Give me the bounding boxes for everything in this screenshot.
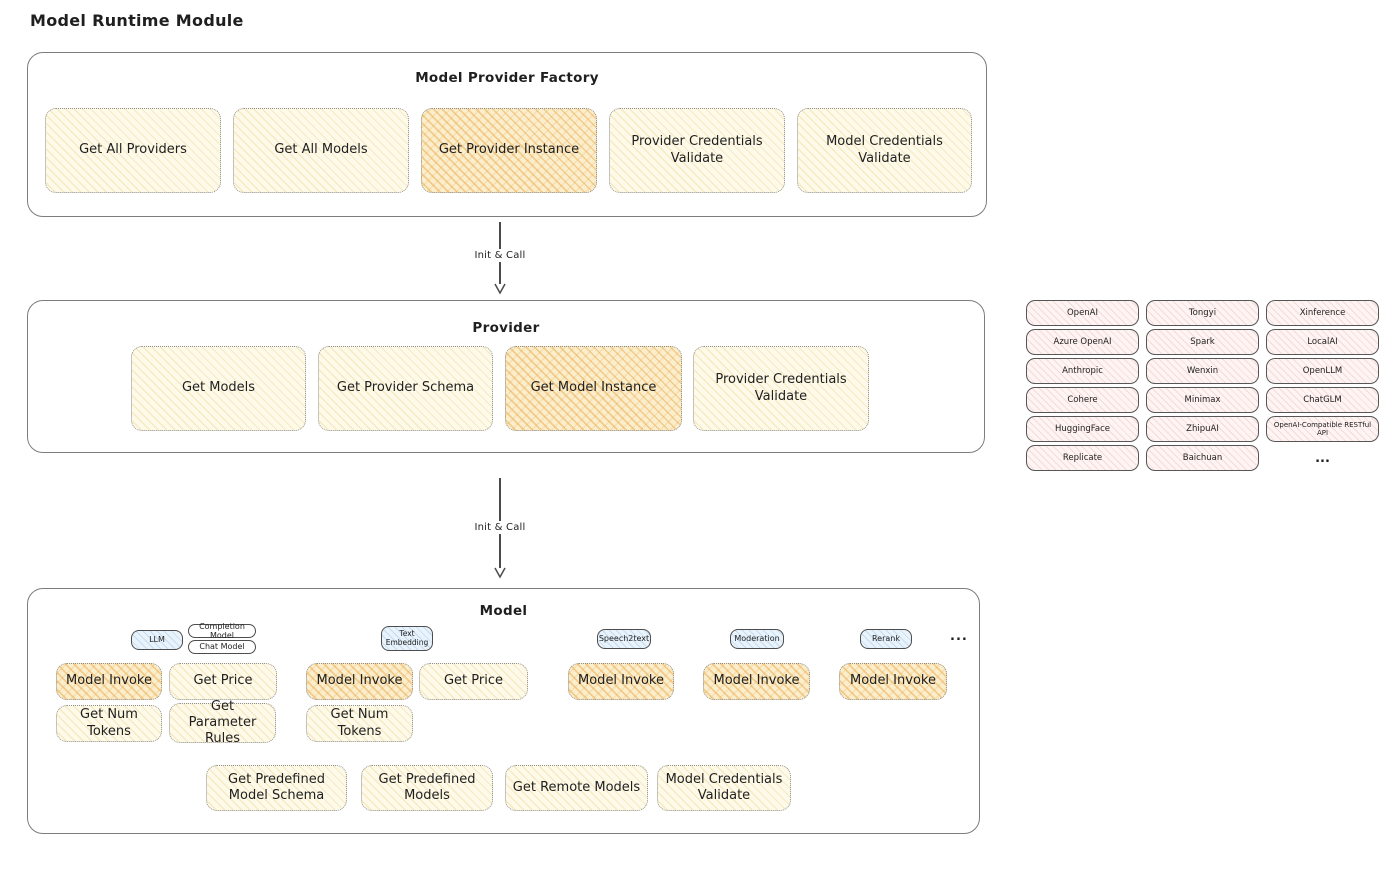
provider-list-panel: OpenAI Tongyi Xinference Azure OpenAI Sp… [1026,300,1379,471]
provider-chip-anthropic: Anthropic [1026,358,1139,384]
tag-moderation: Moderation [730,629,784,649]
provider-chip-wenxin: Wenxin [1146,358,1259,384]
node-get-all-providers: Get All Providers [45,108,221,193]
provider-title: Provider [472,320,540,336]
flow-label-init-call-1: Init & Call [469,249,531,262]
page-title: Model Runtime Module [30,11,244,30]
model-title: Model [479,603,528,619]
node-moderation-model-invoke: Model Invoke [703,663,810,700]
provider-chip-cohere: Cohere [1026,387,1139,413]
node-get-predefined-model-schema: Get Predefined Model Schema [206,765,347,811]
node-model-credentials-validate-2: Model Credentials Validate [657,765,791,811]
node-llm-model-invoke: Model Invoke [56,663,162,700]
node-provider-credentials-validate: Provider Credentials Validate [609,108,785,193]
arrow-down-icon [494,283,506,295]
node-llm-get-parameter-rules: Get Parameter Rules [169,699,276,746]
node-get-predefined-models: Get Predefined Models [361,765,493,811]
tag-llm: LLM [131,630,183,650]
provider-chip-chatglm: ChatGLM [1266,387,1379,413]
provider-chip-xinference: Xinference [1266,300,1379,326]
node-llm-get-price: Get Price [169,663,277,700]
arrow-down-icon-2 [494,567,506,579]
factory-container: Model Provider Factory Get All Providers… [27,52,987,217]
provider-chip-localai: LocalAI [1266,329,1379,355]
node-rerank-model-invoke: Model Invoke [839,663,947,700]
node-model-credentials-validate: Model Credentials Validate [797,108,972,193]
node-provider-credentials-validate-2: Provider Credentials Validate [693,346,869,431]
tag-rerank: Rerank [860,629,912,649]
provider-chip-huggingface: HuggingFace [1026,416,1139,442]
node-speech2text-model-invoke: Model Invoke [568,663,674,700]
node-get-model-instance: Get Model Instance [505,346,682,431]
tag-chat-model: Chat Model [188,640,256,654]
tag-completion-model: Completion Model [188,622,256,640]
provider-list-ellipsis: ... [1315,450,1330,466]
node-embedding-model-invoke: Model Invoke [306,663,413,700]
provider-chip-minimax: Minimax [1146,387,1259,413]
provider-container: Provider Get Models Get Provider Schema … [27,300,985,453]
flow-label-init-call-2: Init & Call [469,521,531,534]
node-embedding-get-price: Get Price [419,663,528,700]
provider-chip-baichuan: Baichuan [1146,445,1259,471]
provider-chip-openllm: OpenLLM [1266,358,1379,384]
provider-chip-openai-compatible: OpenAI-Compatible RESTful API [1266,416,1379,442]
tag-text-embedding: Text Embedding [381,626,433,651]
node-get-models: Get Models [131,346,306,431]
tag-speech2text: Speech2text [597,629,651,649]
factory-title: Model Provider Factory [415,70,599,86]
provider-chip-openai: OpenAI [1026,300,1139,326]
model-tags-ellipsis: ... [950,629,968,644]
node-llm-get-num-tokens: Get Num Tokens [56,705,162,742]
node-embedding-get-num-tokens: Get Num Tokens [306,705,413,742]
node-get-provider-schema: Get Provider Schema [318,346,493,431]
provider-chip-tongyi: Tongyi [1146,300,1259,326]
node-get-all-models: Get All Models [233,108,409,193]
provider-chip-replicate: Replicate [1026,445,1139,471]
provider-chip-azure-openai: Azure OpenAI [1026,329,1139,355]
provider-chip-zhipuai: ZhipuAI [1146,416,1259,442]
model-container: Model LLM Completion Model Chat Model Te… [27,588,980,834]
provider-chip-spark: Spark [1146,329,1259,355]
node-get-provider-instance: Get Provider Instance [421,108,597,193]
node-get-remote-models: Get Remote Models [505,765,648,811]
